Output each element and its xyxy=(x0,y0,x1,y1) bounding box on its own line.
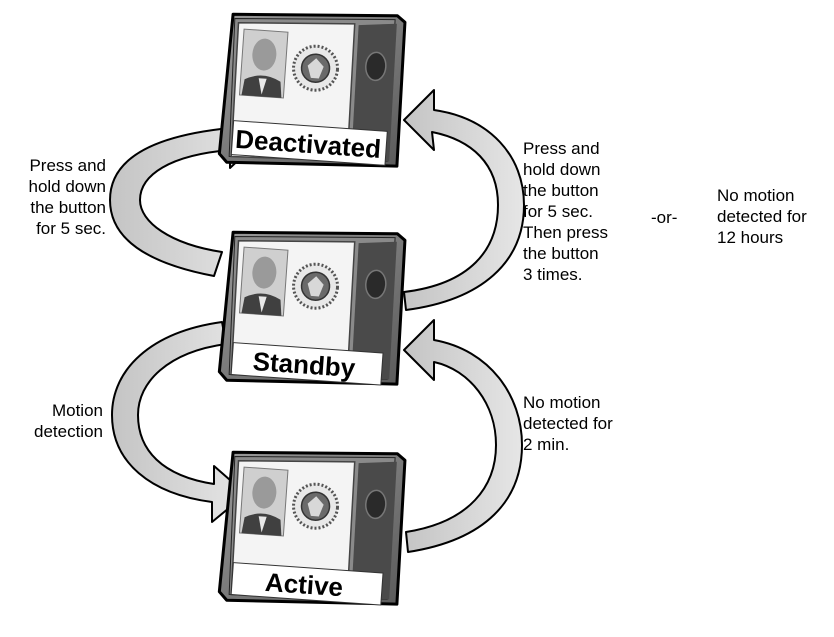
badge-deactivated: Deactivated xyxy=(217,2,409,176)
badge-active: Active xyxy=(217,440,409,614)
label-press-hold-5sec: Press and hold down the button for 5 sec… xyxy=(28,156,106,238)
label-motion-detection: Motion detection xyxy=(34,401,103,441)
label-no-motion-12-hours: No motion detected for 12 hours xyxy=(717,186,807,247)
arrow-standby-to-active xyxy=(111,321,247,523)
label-no-motion-2-min: No motion detected for 2 min. xyxy=(523,393,613,454)
arrow-deactivated-to-standby xyxy=(403,89,525,311)
state-label-standby: Standby xyxy=(252,346,357,383)
state-label-active: Active xyxy=(264,567,344,602)
label-or-separator: -or- xyxy=(651,208,678,227)
label-press-hold-then-press-3: Press and hold down the button for 5 sec… xyxy=(523,139,609,284)
badge-standby: Standby xyxy=(217,220,409,394)
arrow-active-to-standby xyxy=(403,319,523,553)
